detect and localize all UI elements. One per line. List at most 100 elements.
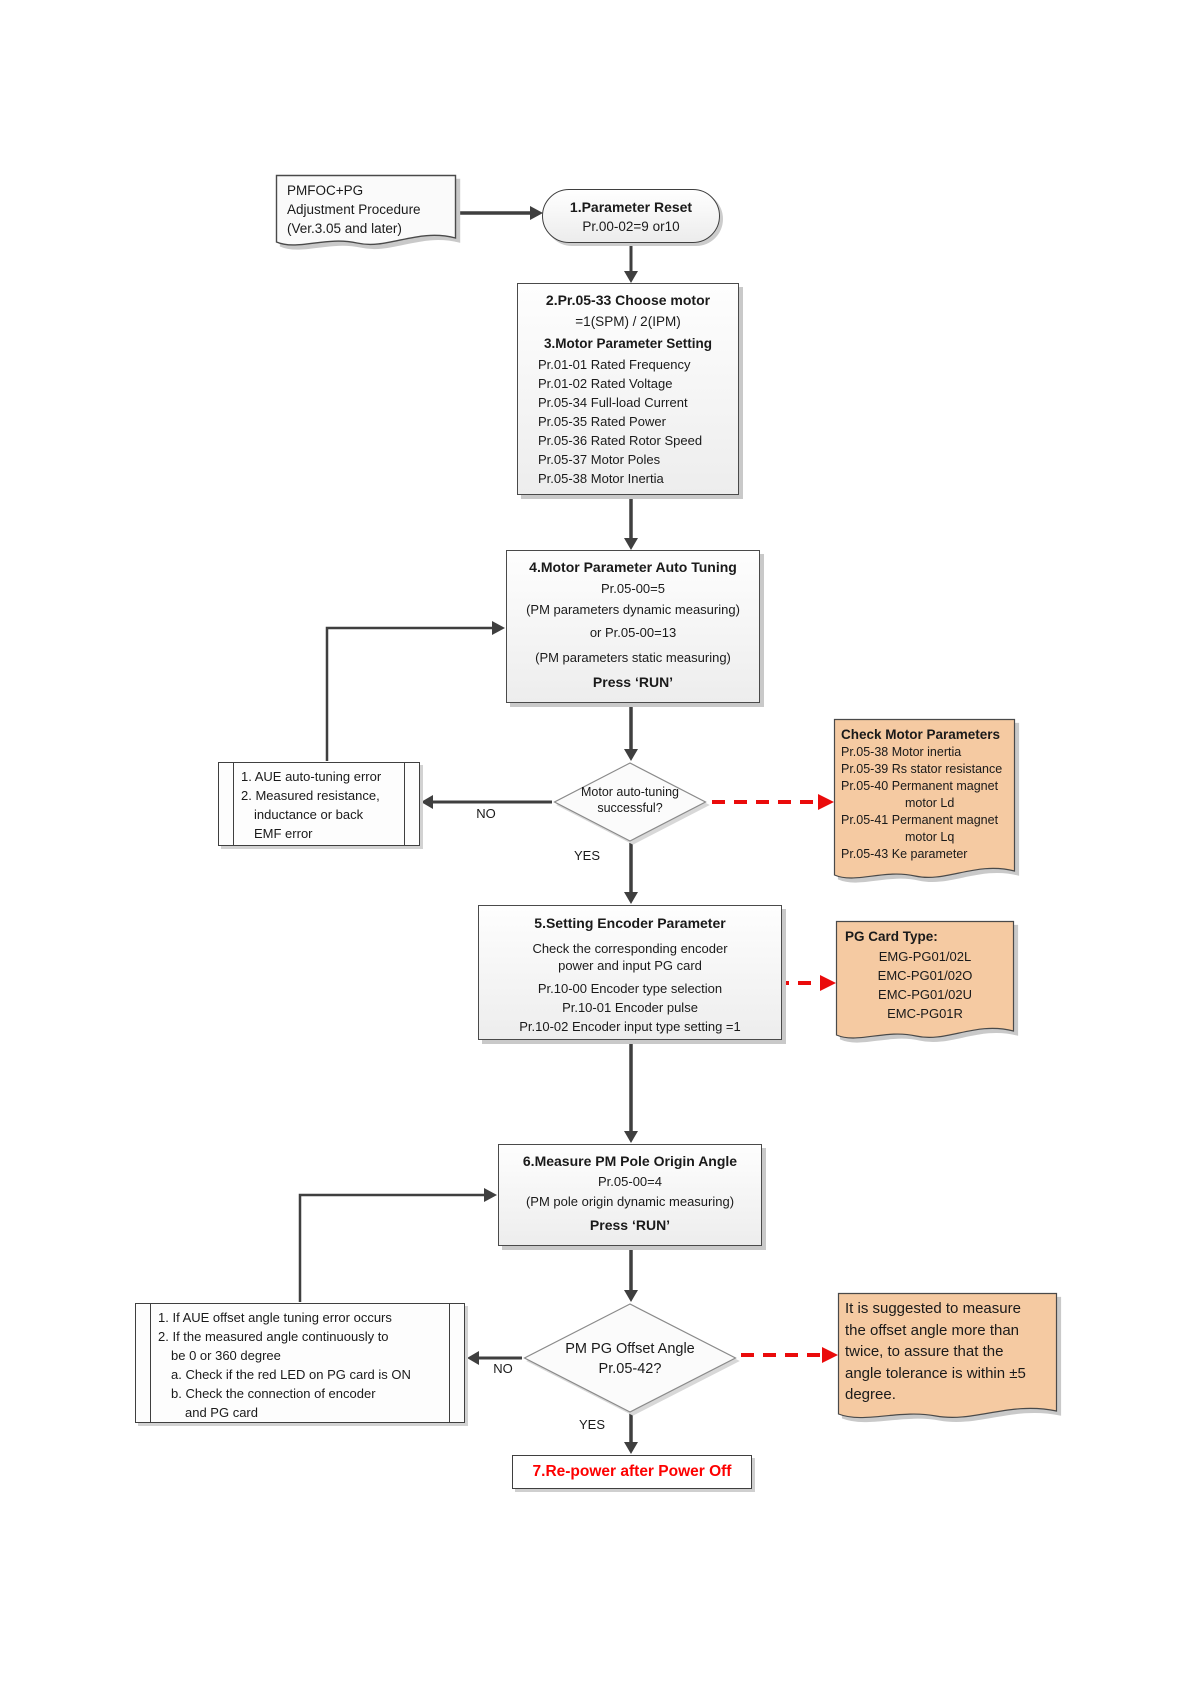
decision1-line: Motor auto-tuning [581, 785, 679, 799]
note2-title: PG Card Type: [845, 929, 938, 944]
start-line: Adjustment Procedure [287, 202, 421, 217]
step6-press-run: Press ‘RUN’ [589, 1217, 671, 1233]
step7-repower-after-power-off: 7.Re-power after Power Off [512, 1455, 752, 1489]
note3-line: the offset angle more than [845, 1321, 1020, 1339]
start-line: (Ver.3.05 and later) [287, 221, 402, 236]
note1-check-motor-parameters: Check Motor Parameters Pr.05-38 Motor in… [833, 718, 1016, 885]
step7-title: 7.Re-power after Power Off [532, 1463, 732, 1480]
red-dashed-arrow-to-note2 [776, 975, 836, 991]
step5-param: Pr.10-01 Encoder pulse [562, 1000, 698, 1015]
arrow-start-to-step1 [457, 206, 543, 220]
error1-line: 2. Measured resistance, [241, 788, 380, 803]
step3-title: 3.Motor Parameter Setting [543, 336, 713, 351]
decision2-diamond [523, 1303, 737, 1413]
note3-measure-twice-suggestion: It is suggested to measure the offset an… [837, 1292, 1058, 1425]
step5-line: Check the corresponding encoder [532, 941, 728, 956]
step2-title: 2.Pr.05-33 Choose motor [545, 292, 711, 308]
step5-title: 5.Setting Encoder Parameter [534, 915, 726, 931]
decision1-line: successful? [597, 801, 663, 815]
step6-title: 6.Measure PM Pole Origin Angle [522, 1153, 738, 1169]
step5-line: power and input PG card [558, 958, 702, 973]
arrow-error2-loopback-to-step6 [298, 1188, 497, 1302]
note1-line: motor Lq [905, 830, 955, 844]
note1-outline [833, 718, 1016, 879]
error2-line: 2. If the measured angle continuously to [158, 1329, 389, 1344]
decision2-line: PM PG Offset Angle [565, 1341, 695, 1357]
note1-line: motor Ld [905, 796, 955, 810]
step4-title: 4.Motor Parameter Auto Tuning [529, 559, 737, 575]
note2-item: EMC-PG01R [887, 1006, 963, 1021]
step6-line: Pr.05-00=4 [598, 1174, 662, 1189]
step5-param: Pr.10-00 Encoder type selection [537, 981, 723, 996]
motor-param: Pr.05-34 Full-load Current [538, 395, 688, 410]
decision1-auto-tuning-successful: Motor auto-tuning successful? [553, 762, 707, 842]
step4-line: (PM parameters static measuring) [535, 650, 731, 665]
document-outline [275, 174, 457, 246]
motor-param: Pr.05-36 Rated Rotor Speed [538, 433, 703, 448]
note2-item: EMG-PG01/02L [878, 949, 972, 964]
note2-item: EMC-PG01/02O [877, 968, 973, 983]
arrow-step4-to-decision1 [624, 704, 638, 761]
error1-aue-tuning-error: 1. AUE auto-tuning error 2. Measured res… [218, 762, 420, 846]
arrow-step5-to-step6 [624, 1041, 638, 1143]
note3-outline [837, 1292, 1058, 1419]
motor-param: Pr.01-01 Rated Frequency [538, 357, 691, 372]
note2-outline [835, 920, 1015, 1039]
motor-param: Pr.05-37 Motor Poles [538, 452, 661, 467]
step4-press-run: Press ‘RUN’ [592, 674, 674, 690]
error2-offset-angle-error: 1. If AUE offset angle tuning error occu… [135, 1303, 465, 1423]
step4-auto-tuning: 4.Motor Parameter Auto Tuning Pr.05-00=5… [506, 550, 760, 703]
arrow-step1-to-step2 [624, 243, 638, 283]
start-document: PMFOC+PG Adjustment Procedure (Ver.3.05 … [275, 174, 457, 252]
step1-title: 1.Parameter Reset [569, 198, 693, 215]
note1-line: Pr.05-43 Ke parameter [841, 847, 968, 861]
note2-pg-card-type: PG Card Type: EMG-PG01/02L EMC-PG01/02O … [835, 920, 1015, 1045]
arrow-step2-to-step4 [624, 496, 638, 550]
step4-line: or Pr.05-00=13 [589, 625, 677, 640]
note1-title: Check Motor Parameters [841, 727, 1001, 742]
error2-line: a. Check if the red LED on PG card is ON [171, 1367, 411, 1382]
arrow-error1-loopback-to-step4 [325, 621, 505, 761]
arrow-decision2-no [467, 1351, 522, 1365]
error2-line: and PG card [185, 1405, 258, 1420]
motor-param: Pr.01-02 Rated Voltage [538, 376, 673, 391]
note2-item: EMC-PG01/02U [878, 987, 972, 1002]
note3-line: degree. [845, 1386, 896, 1403]
step6-line: (PM pole origin dynamic measuring) [525, 1194, 735, 1209]
note3-line: twice, to assure that the [845, 1343, 1004, 1360]
note1-line: Pr.05-41 Permanent magnet [841, 813, 999, 827]
motor-param: Pr.05-38 Motor Inertia [538, 471, 664, 486]
motor-param: Pr.05-35 Rated Power [538, 414, 666, 429]
arrow-step6-to-decision2 [624, 1247, 638, 1302]
note3-line: angle tolerance is within ±5 [845, 1364, 1026, 1382]
step1-subtitle: Pr.00-02=9 or10 [582, 218, 680, 234]
red-dashed-arrow-to-note3 [741, 1347, 838, 1363]
note1-line: Pr.05-38 Motor inertia [841, 745, 962, 759]
error2-line: 1. If AUE offset angle tuning error occu… [158, 1310, 392, 1325]
decision2-yes-label: YES [578, 1417, 605, 1432]
step4-line: (PM parameters dynamic measuring) [526, 602, 740, 617]
step4-line: Pr.05-00=5 [601, 581, 665, 596]
decision2-no-label: NO [493, 1361, 513, 1376]
arrow-decision1-yes-to-step5 [624, 843, 638, 904]
error1-line: 1. AUE auto-tuning error [241, 769, 382, 784]
arrow-decision1-no [421, 795, 552, 809]
step2-3-motor-parameter-setting: 2.Pr.05-33 Choose motor =1(SPM) / 2(IPM)… [517, 283, 739, 495]
step5-setting-encoder-parameter: 5.Setting Encoder Parameter Check the co… [478, 905, 782, 1040]
error2-line: be 0 or 360 degree [171, 1348, 281, 1363]
step1-parameter-reset: 1.Parameter Reset Pr.00-02=9 or10 [542, 189, 720, 243]
arrow-decision2-yes-to-step7 [624, 1413, 638, 1454]
note1-line: Pr.05-40 Permanent magnet [841, 779, 999, 793]
step2-subtitle: =1(SPM) / 2(IPM) [575, 314, 681, 329]
error1-line: inductance or back [254, 807, 364, 822]
decision1-no-label: NO [476, 806, 496, 821]
decision2-line: Pr.05-42? [598, 1361, 662, 1377]
step6-measure-pm-pole-origin-angle: 6.Measure PM Pole Origin Angle Pr.05-00=… [498, 1144, 762, 1246]
note3-line: It is suggested to measure [845, 1300, 1021, 1317]
start-line: PMFOC+PG [287, 183, 364, 198]
decision1-yes-label: YES [573, 848, 600, 863]
error2-line: b. Check the connection of encoder [171, 1386, 376, 1401]
note1-line: Pr.05-39 Rs stator resistance [841, 762, 1003, 776]
